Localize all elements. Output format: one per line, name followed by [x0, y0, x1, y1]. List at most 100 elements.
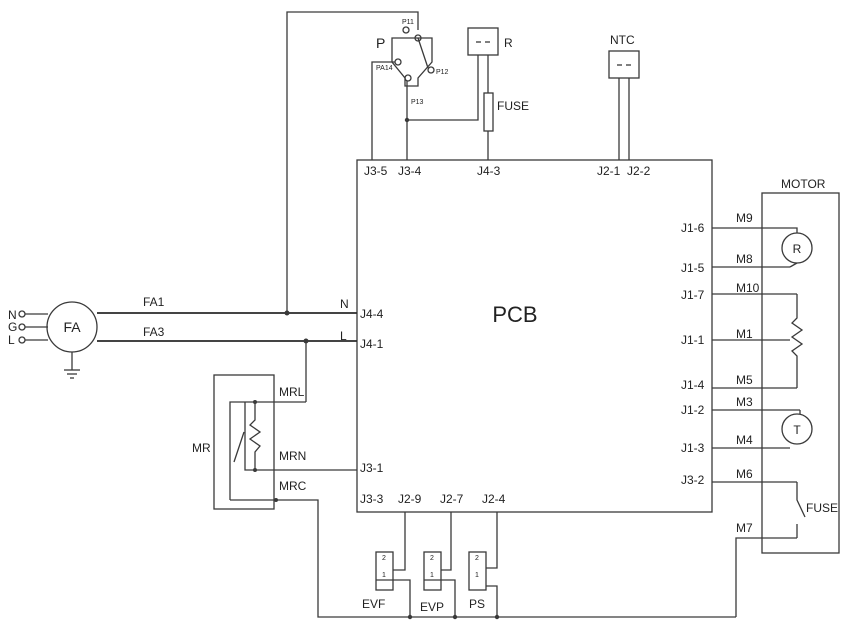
pin-j4-3: J4-3 [477, 164, 501, 178]
motor-r-label: R [793, 242, 802, 256]
pressure-switch: P P11 P12 P13 PA14 [376, 19, 449, 106]
motor-fuse-upper [796, 482, 806, 518]
junction-mrc [274, 498, 278, 502]
pin-j1-6: J1-6 [681, 221, 705, 235]
wire-p13-to-r [407, 55, 479, 121]
wire-m8-r [789, 262, 798, 268]
pin-j4-4: J4-4 [360, 307, 384, 321]
valve-ps-label: PS [469, 597, 485, 611]
top-fuse-label: FUSE [497, 99, 529, 113]
pcb-left-pins: N J4-4 L J4-1 J3-1 [340, 297, 384, 475]
pin-j3-1: J3-1 [360, 461, 384, 475]
terminal-p11 [402, 26, 410, 34]
wire-m9-r [782, 227, 798, 233]
label-mrc: MRC [279, 479, 307, 493]
relay-mr-coil [248, 402, 262, 470]
pin-j1-4: J1-4 [681, 378, 705, 392]
pin-j2-1: J2-1 [597, 164, 621, 178]
label-m5: M5 [736, 373, 753, 387]
top-wiring [286, 11, 630, 313]
label-mrl: MRL [279, 385, 305, 399]
motor-outline [761, 192, 840, 554]
pin-j3-2: J3-2 [681, 473, 705, 487]
pressure-switch-label: P [376, 35, 385, 51]
label-m4: M4 [736, 433, 753, 447]
terminal-p12 [427, 66, 435, 74]
pcb-label: PCB [492, 302, 537, 327]
pcb-top-pins: J3-5 J3-4 J4-3 J2-1 J2-2 [364, 164, 651, 178]
label-m3: M3 [736, 395, 753, 409]
valve-evf-pin2: 2 [382, 555, 386, 562]
pin-j2-2: J2-2 [627, 164, 651, 178]
power-g-label: G [8, 320, 17, 334]
pin-l-label: L [340, 329, 347, 343]
terminal-g [18, 323, 26, 331]
wire-j2-7-evp [441, 512, 452, 571]
valve-ps-pin1: 1 [475, 572, 479, 579]
pin-j1-1: J1-1 [681, 333, 705, 347]
terminal-p11b [414, 34, 422, 42]
motor-t-label: T [793, 423, 801, 437]
power-n-label: N [8, 308, 17, 322]
fa1-label: FA1 [143, 295, 165, 309]
fa3-label: FA3 [143, 325, 165, 339]
label-m8: M8 [736, 252, 753, 266]
junction-bus-evp [452, 614, 458, 620]
pin-j2-7: J2-7 [440, 492, 464, 506]
pin-n-label: N [340, 297, 349, 311]
valve-evp-label: EVP [420, 600, 444, 614]
junction-p13 [404, 117, 410, 123]
motor-winding [790, 294, 804, 388]
pin-j4-1: J4-1 [360, 337, 384, 351]
top-fuse-body [483, 92, 494, 132]
valve-evp-pin2: 2 [430, 555, 434, 562]
heater-r-label: R [504, 36, 513, 50]
wire-mrc-bus [306, 499, 736, 618]
relay-mr-inner-mid [244, 402, 306, 471]
junction-bus-ps [494, 614, 500, 620]
pressure-switch-body [391, 37, 433, 87]
wire-n-to-p11 [286, 11, 419, 313]
label-m10: M10 [736, 281, 760, 295]
ntc-box [608, 50, 640, 79]
motor-fuse-label: FUSE [806, 501, 838, 515]
relay-mr-inner-left [229, 401, 250, 500]
terminal-l [18, 336, 26, 344]
valve-evf-pin1: 1 [382, 572, 386, 579]
label-p12: P12 [436, 69, 449, 76]
label-m9: M9 [736, 211, 753, 225]
label-p11: P11 [402, 19, 414, 26]
pin-j1-7: J1-7 [681, 288, 705, 302]
motor: MOTOR M9 M8 M10 M1 M5 M3 M4 M6 M7 R T [712, 177, 840, 617]
junction-mr-top [253, 400, 257, 404]
valve-ps-pin2: 2 [475, 555, 479, 562]
wire-ps-bus [486, 585, 498, 617]
junction-mr-mid [253, 468, 257, 472]
valve-evp-pin1: 1 [430, 572, 434, 579]
label-m6: M6 [736, 467, 753, 481]
pin-j2-4: J2-4 [482, 492, 506, 506]
valve-evf-body [375, 551, 394, 591]
relay-mr-outer [213, 374, 275, 510]
terminal-n [18, 310, 26, 318]
junction-bus-evf [407, 614, 413, 620]
wire-evp-bus [424, 579, 456, 617]
label-mrn: MRN [279, 449, 306, 463]
valve-evp-body [423, 551, 442, 591]
terminal-pa14 [394, 58, 402, 66]
relay-mr: MR MRL MRN MRC [192, 341, 736, 618]
label-m7: M7 [736, 521, 753, 535]
ntc-label: NTC [610, 33, 635, 47]
relay-mr-contact [233, 431, 245, 463]
valve-evf-label: EVF [362, 597, 385, 611]
pcb-board: PCB [356, 159, 713, 513]
ntc-sensor: NTC [608, 33, 640, 79]
wire-m7 [735, 537, 797, 617]
pin-j1-2: J1-2 [681, 403, 705, 417]
wire-evf-bus [376, 579, 411, 617]
wire-j2-4-ps [486, 512, 498, 569]
pin-j3-5: J3-5 [364, 164, 388, 178]
label-m1: M1 [736, 327, 753, 341]
relay-mr-label: MR [192, 441, 211, 455]
